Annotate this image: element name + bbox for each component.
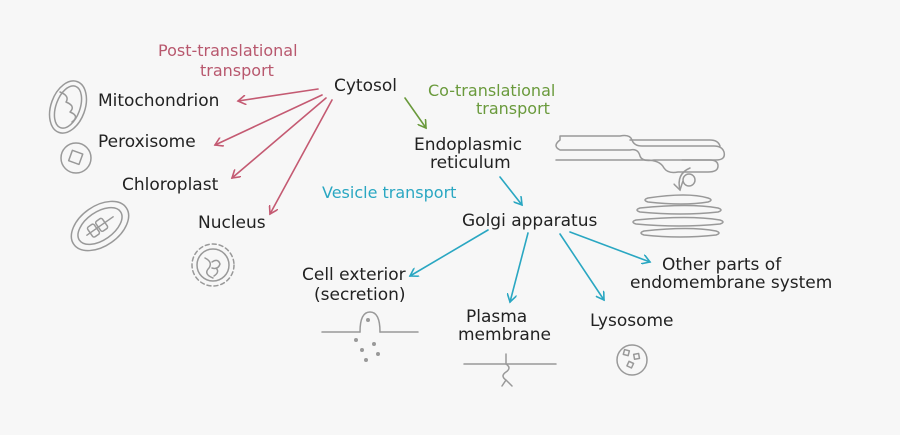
- plasma-membrane-sketch-icon: [463, 353, 557, 387]
- arrow-cytosol-to-mitochondrion: [238, 88, 319, 101]
- cell-exterior-label-line2: (secretion): [314, 285, 406, 305]
- lysosome-icon: [616, 344, 648, 376]
- lysosome-label: Lysosome: [590, 311, 674, 331]
- arrow-golgi-to-lysosome: [559, 233, 604, 300]
- plasma-membrane-label-line1: Plasma: [466, 307, 527, 327]
- other-parts-label-line2: endomembrane system: [630, 273, 832, 293]
- arrow-cytosol-to-peroxisome: [215, 94, 323, 145]
- arrow-cytosol-to-chloroplast: [232, 97, 327, 178]
- other-parts-label-line1: Other parts of: [662, 255, 782, 275]
- arrow-golgi-to-other-parts: [569, 231, 650, 262]
- chloroplast-icon: [70, 200, 130, 252]
- peroxisome-icon: [60, 142, 92, 174]
- nucleus-label: Nucleus: [198, 213, 266, 233]
- golgi-sketch-icon: [632, 194, 724, 238]
- chloroplast-label: Chloroplast: [122, 175, 219, 195]
- arrow-cytosol-to-nucleus: [270, 99, 333, 214]
- arrow-er-to-golgi: [499, 176, 522, 205]
- er-label-line2: reticulum: [430, 153, 511, 173]
- nucleus-icon: [191, 243, 235, 287]
- post-translational-label-line2: transport: [200, 61, 274, 80]
- cytosol-label: Cytosol: [334, 76, 397, 96]
- mitochondrion-icon: [48, 80, 88, 134]
- arrow-golgi-to-plasma-membrane: [510, 232, 529, 302]
- vesicle-transport-label: Vesicle transport: [322, 183, 456, 202]
- mitochondrion-label: Mitochondrion: [98, 91, 219, 111]
- peroxisome-label: Peroxisome: [98, 132, 196, 152]
- er-label-line1: Endoplasmic: [414, 135, 522, 155]
- plasma-membrane-label-line2: membrane: [458, 325, 551, 345]
- er-sketch-icon: [555, 134, 726, 174]
- co-translational-label-line2: transport: [476, 99, 550, 118]
- curved-arrow-icon: [679, 167, 696, 190]
- post-translational-label-line1: Post-translational: [158, 41, 298, 60]
- golgi-label: Golgi apparatus: [462, 211, 597, 231]
- secretion-sketch-icon: [321, 311, 419, 362]
- co-translational-label-line1: Co-translational: [428, 81, 555, 100]
- arrow-cytosol-to-er: [404, 97, 426, 128]
- cell-exterior-label-line1: Cell exterior: [302, 265, 406, 285]
- arrow-golgi-to-cell-exterior: [410, 229, 489, 276]
